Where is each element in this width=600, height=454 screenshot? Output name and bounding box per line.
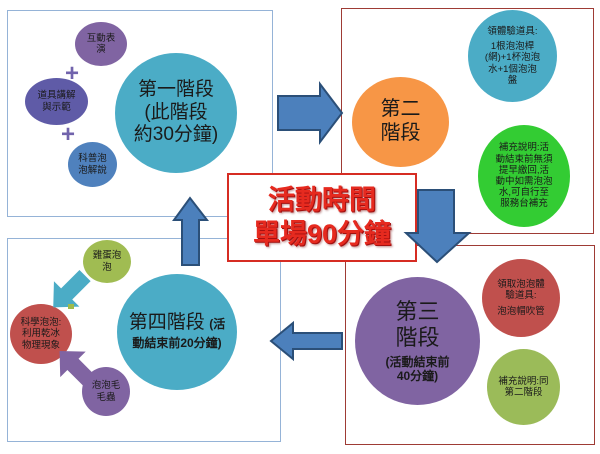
panel-stage3 (345, 245, 595, 445)
activity-time-banner: 活動時間 單場90分鐘 (227, 173, 417, 262)
interactive-show-bubble: 互動表 演 (75, 22, 127, 66)
props-demo-bubble: 道具講解 與示範 (25, 78, 88, 125)
stage1-label: 第一階段 (此階段 約30分鐘) (133, 79, 219, 146)
flow-arrow-up-icon (172, 196, 210, 266)
interactive-show-label: 互動表 演 (86, 32, 116, 55)
flow-arrow-left-icon (269, 320, 343, 362)
stage3-circle: 第三 階段 (活動結束前 40分鐘) (355, 277, 480, 405)
stage2-note-label: 補充說明:活 動結束前無須 提早繳回,活 動中如需泡泡 水,可自行至 服務台補充 (495, 142, 553, 210)
activity-time-text: 活動時間 單場90分鐘 (252, 184, 392, 249)
stage2-circle: 第二 階段 (352, 77, 449, 167)
stage3-label: 第三 階段 (395, 298, 440, 350)
worm-to-science-arrow-icon (59, 350, 97, 389)
stage3-tools-bubble: 領取泡泡體 驗道具: 泡泡帽吹管 (482, 259, 560, 337)
stage4-sublabel: (活動結束前20分鐘) (132, 316, 226, 351)
stage1-circle: 第一階段 (此階段 約30分鐘) (115, 53, 237, 173)
science-talk-label: 科普泡 泡解說 (78, 153, 107, 176)
stage4-label-group: 第四階段 (活動結束前20分鐘) (126, 312, 228, 352)
stage4-label: 第四階段 (128, 311, 205, 333)
egg-bubble-label: 雞蛋泡 泡 (92, 250, 122, 273)
stage3-note-label: 補充說明:同 第二階段 (498, 375, 549, 398)
science-bubble-label: 科學泡泡: 利用乾冰 物理現象 (20, 317, 62, 351)
stage2-label: 第二 階段 (380, 98, 421, 144)
egg-bubble: 雞蛋泡 泡 (83, 240, 131, 283)
stage3-tools-body: 泡泡帽吹管 (497, 305, 545, 317)
egg-to-science-arrow-icon (53, 269, 91, 308)
panel-stage1 (7, 10, 273, 217)
plus-icon: + (61, 121, 76, 148)
flow-arrow-down-icon (403, 189, 472, 264)
stage4-circle: 第四階段 (活動結束前20分鐘) (117, 274, 237, 390)
decorative-square (68, 304, 74, 309)
science-talk-bubble: 科普泡 泡解說 (68, 142, 117, 187)
worm-bubble-label: 泡泡毛 毛蟲 (91, 380, 121, 403)
stage2-note-bubble: 補充說明:活 動結束前無須 提早繳回,活 動中如需泡泡 水,可自行至 服務台補充 (478, 125, 570, 227)
stage3-tools-header: 領取泡泡體 驗道具: (497, 279, 545, 302)
stage3-sublabel: (活動結束前 40分鐘) (385, 354, 450, 383)
stage3-note-bubble: 補充說明:同 第二階段 (487, 349, 560, 425)
props-demo-label: 道具講解 與示範 (37, 90, 76, 113)
stage2-tools-bubble: 領體驗道具: 1根泡泡桿 (網)+1杯泡泡 水+1個泡泡 盤 (468, 10, 557, 102)
stage2-tools-body: 1根泡泡桿 (網)+1杯泡泡 水+1個泡泡 盤 (484, 41, 541, 86)
stage2-tools-header: 領體驗道具: (487, 25, 538, 37)
flow-arrow-right-icon (277, 81, 344, 145)
